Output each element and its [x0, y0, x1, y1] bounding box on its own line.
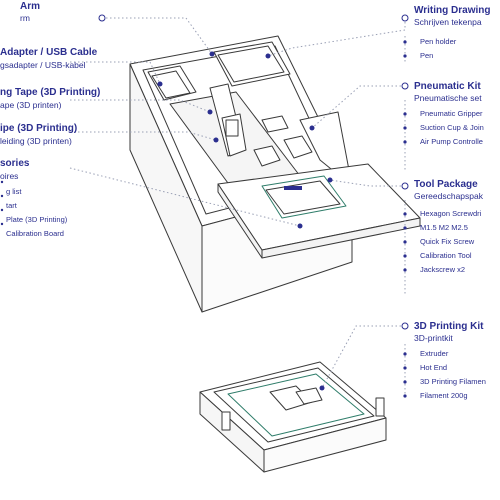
3dprint-item: Extruder [420, 349, 449, 358]
item-bullets [0, 40, 407, 398]
accessories-item: Calibration Board [6, 229, 64, 238]
label-tool-sub: Gereedschapspak [414, 191, 483, 201]
tool-item: Quick Fix Screw [420, 237, 475, 246]
target-markers [157, 51, 333, 391]
3dprint-item: Hot End [420, 363, 448, 372]
writing-item: Pen holder [420, 37, 457, 46]
3dprint-item: 3D Printing Filamen [420, 377, 486, 386]
accessories-item: Plate (3D Printing) [6, 215, 68, 224]
accessories-item: g list [6, 187, 22, 196]
label-pipe-title: ipe (3D Printing) [0, 123, 78, 134]
label-3dprint-sub: 3D-printkit [414, 333, 453, 343]
callout-markers [98, 14, 409, 330]
tool-item: Calibration Tool [420, 251, 472, 260]
label-pipe-sub: leiding (3D printen) [0, 136, 72, 146]
label-pneumatic-title: Pneumatic Kit [414, 81, 481, 92]
label-tool-title: Tool Package [414, 179, 478, 190]
3dprint-item: Filament 200g [420, 391, 468, 400]
tool-item: Hexagon Screwdri [420, 209, 482, 218]
pneumatic-item: Air Pump Controlle [420, 137, 483, 146]
pneumatic-item: Suction Cup & Join [420, 123, 484, 132]
label-3dprint-title: 3D Printing Kit [414, 321, 484, 332]
label-writing-sub: Schrijven tekenpa [414, 17, 482, 27]
tool-item: M1.5 M2 M2.5 [420, 223, 468, 232]
kit-box [199, 361, 387, 473]
label-accessories-title: sories [0, 158, 30, 169]
label-adapter-sub: gsadapter / USB-kabel [0, 60, 86, 70]
label-accessories-sub: oires [0, 171, 19, 181]
writing-item: Pen [420, 51, 434, 60]
label-arm-sub: rm [20, 13, 30, 23]
label-writing-title: Writing Drawing [414, 5, 491, 16]
label-adapter-title: Adapter / USB Cable [0, 47, 98, 58]
label-pneumatic-sub: Pneumatische set [414, 93, 482, 103]
pneumatic-item: Pneumatic Gripper [420, 109, 483, 118]
label-tape-title: ng Tape (3D Printing) [0, 87, 101, 98]
tool-item: Jackscrew x2 [420, 265, 466, 274]
board-tray [217, 163, 421, 259]
label-tape-sub: ape (3D printen) [0, 100, 62, 110]
accessories-item: tart [6, 201, 17, 210]
label-arm-title: Arm [20, 1, 41, 12]
